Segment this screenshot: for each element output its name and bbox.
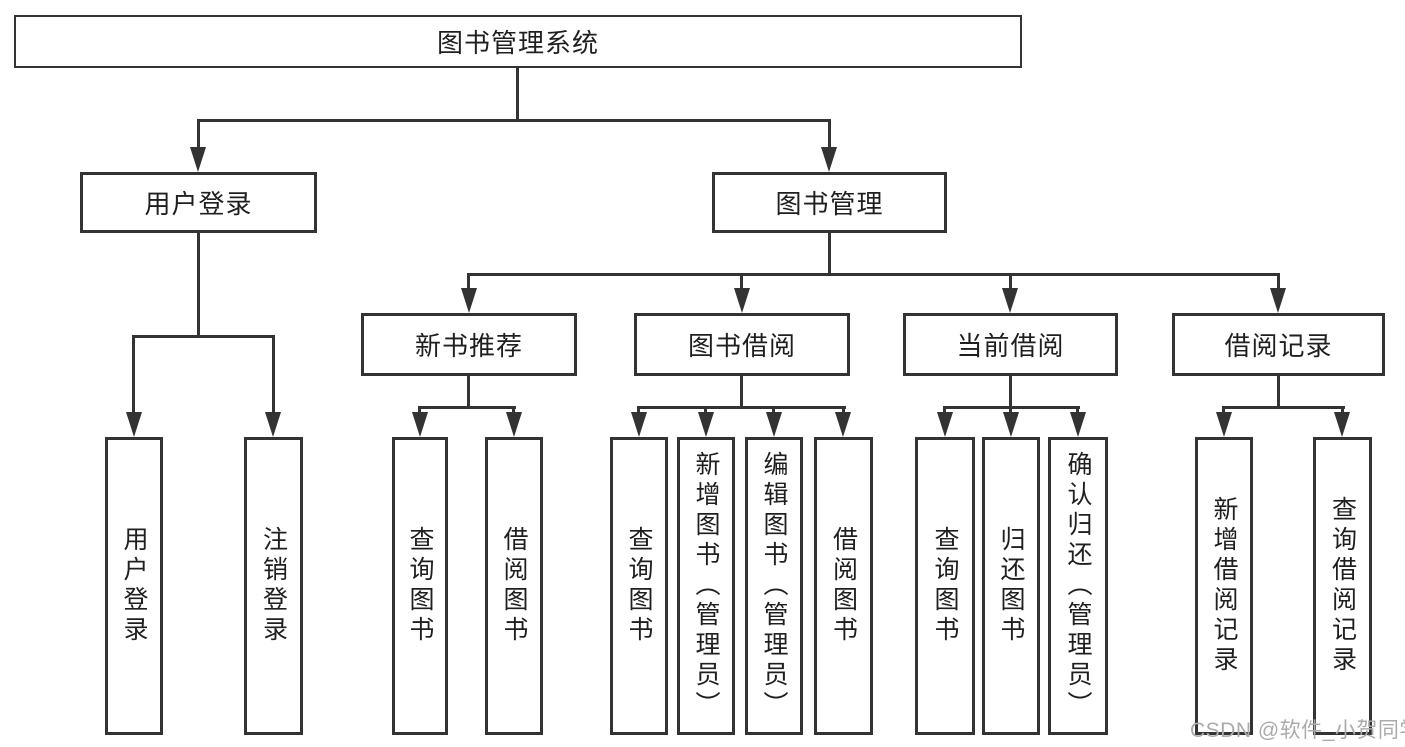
connector-line (740, 376, 743, 409)
arrow-down-icon (265, 412, 281, 437)
leaf-current-confirm-return-admin: 确认归还（管理员） (1048, 437, 1108, 735)
connector-line (468, 273, 1280, 276)
connector-line (943, 406, 946, 416)
node-user-login: 用户登录 (80, 172, 317, 233)
node-book-borrowing: 图书借阅 (634, 313, 850, 376)
leaf-records-add-record: 新增借阅记录 (1195, 437, 1253, 735)
arrow-down-icon (1002, 288, 1018, 313)
connector-line (467, 273, 470, 291)
leaf-borrow-edit-books-admin: 编辑图书（管理员） (745, 437, 803, 735)
arrow-down-icon (461, 288, 477, 313)
arrow-down-icon (698, 412, 714, 437)
node-new-book-recommend: 新书推荐 (361, 313, 577, 376)
leaf-newbook-borrow-books: 借阅图书 (485, 437, 543, 735)
arrow-down-icon (1216, 412, 1232, 437)
leaf-newbook-query-books: 查询图书 (392, 437, 448, 735)
connector-line (1076, 406, 1079, 416)
connector-line (1341, 406, 1344, 416)
arrow-down-icon (126, 412, 142, 437)
connector-line (1277, 273, 1280, 291)
arrow-down-icon (190, 147, 206, 172)
connector-line (197, 233, 200, 338)
arrow-down-icon (631, 412, 647, 437)
connector-line (1222, 406, 1225, 416)
connector-line (197, 119, 831, 122)
arrow-down-icon (506, 412, 522, 437)
connector-line (516, 66, 519, 121)
connector-line (828, 119, 831, 151)
connector-line (1009, 376, 1012, 409)
arrow-down-icon (821, 147, 837, 172)
arrow-down-icon (1270, 288, 1286, 313)
connector-line (197, 119, 200, 151)
connector-line (418, 406, 421, 416)
leaf-borrow-borrow-books: 借阅图书 (814, 437, 873, 735)
connector-line (772, 406, 775, 416)
connector-line (842, 406, 845, 416)
leaf-current-return-books: 归还图书 (982, 437, 1040, 735)
arrow-down-icon (835, 412, 851, 437)
leaf-borrow-query-books: 查询图书 (610, 437, 668, 735)
connector-line (132, 335, 275, 338)
connector-line (704, 406, 707, 416)
arrow-down-icon (766, 412, 782, 437)
leaf-current-query-books: 查询图书 (915, 437, 975, 735)
connector-line (132, 335, 135, 415)
leaf-user-login: 用户登录 (105, 437, 163, 735)
connector-line (467, 376, 470, 409)
connector-line (638, 406, 846, 409)
csdn-watermark: CSDN @软件_小贺同学 (1190, 719, 1405, 742)
arrow-down-icon (734, 288, 750, 313)
connector-line (1009, 273, 1012, 291)
connector-line (944, 406, 1080, 409)
leaf-records-query-record: 查询借阅记录 (1313, 437, 1372, 735)
arrow-down-icon (1334, 412, 1350, 437)
node-book-management: 图书管理 (712, 172, 947, 233)
connector-line (740, 273, 743, 291)
arrow-down-icon (937, 412, 953, 437)
connector-line (419, 406, 516, 409)
connector-line (828, 233, 831, 276)
connector-line (1277, 376, 1280, 409)
arrow-down-icon (412, 412, 428, 437)
connector-line (1009, 406, 1012, 416)
node-borrowing-records: 借阅记录 (1172, 313, 1385, 376)
connector-line (1223, 406, 1345, 409)
arrow-down-icon (1003, 412, 1019, 437)
leaf-borrow-add-books-admin: 新增图书（管理员） (677, 437, 735, 735)
leaf-logout: 注销登录 (244, 437, 303, 735)
arrow-down-icon (1070, 412, 1086, 437)
connector-line (512, 406, 515, 416)
node-current-borrowing: 当前借阅 (903, 313, 1118, 376)
node-library-management-system: 图书管理系统 (14, 15, 1022, 68)
connector-line (272, 335, 275, 415)
connector-line (637, 406, 640, 416)
